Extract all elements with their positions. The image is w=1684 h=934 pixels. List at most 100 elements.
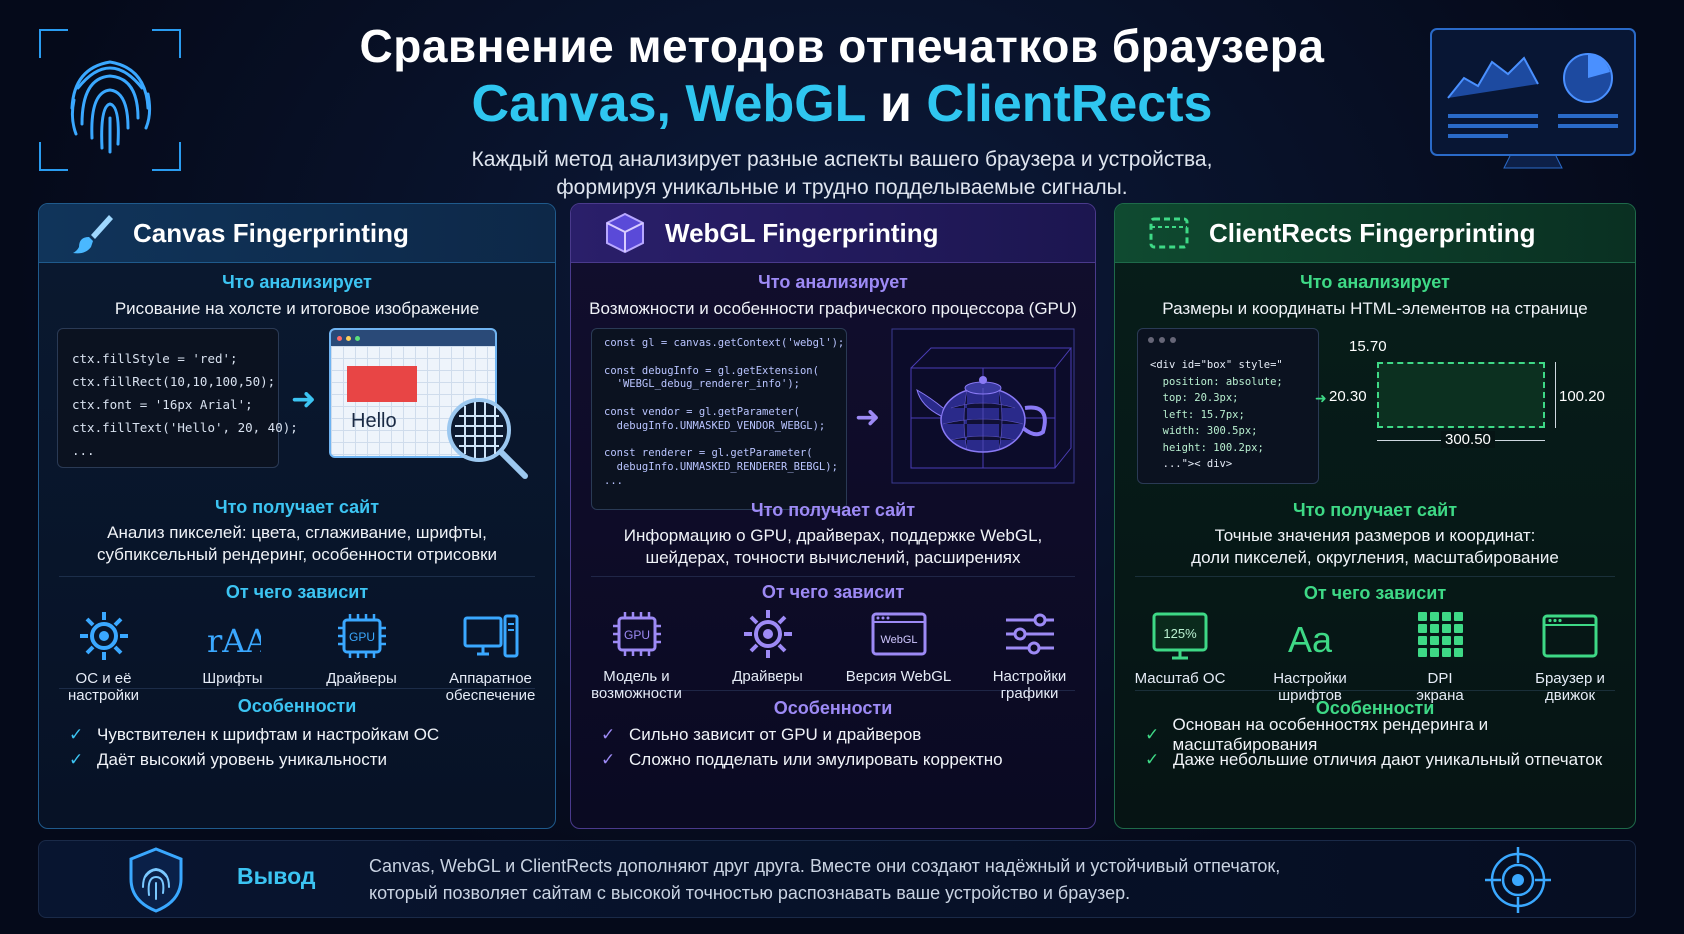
feature-text: Даёт высокий уровень уникальности bbox=[97, 749, 388, 769]
canvas-analyzes-text: Рисование на холсте и итоговое изображен… bbox=[114, 299, 480, 318]
gpu-chip-icon: GPU bbox=[612, 612, 661, 656]
depends-label: ОС и её настройки bbox=[67, 670, 139, 704]
measured-box bbox=[1377, 362, 1545, 428]
webgl-features-list: ✓Сильно зависит от GPU и драйверов ✓Слож… bbox=[601, 722, 1085, 772]
title-and: и bbox=[865, 75, 927, 133]
canvas-card-title: Canvas Fingerprinting bbox=[133, 217, 409, 248]
code-line: left: 15.7px; bbox=[1150, 408, 1245, 421]
depends-item: WebGL Версия WebGL bbox=[839, 606, 959, 702]
monitor-scale-icon: 125% bbox=[1152, 612, 1208, 660]
webgl-badge-text: WebGL bbox=[880, 634, 917, 646]
code-line: top: 20.3px; bbox=[1150, 392, 1239, 404]
canvas-depends-title: От чего зависит bbox=[225, 582, 369, 602]
clientrects-features-list: ✓Основан на особенностях рендеринга и ма… bbox=[1145, 715, 1625, 772]
depends-label-line: Аппаратное bbox=[449, 670, 532, 687]
feature-row: ✓Сильно зависит от GPU и драйверов bbox=[601, 722, 1085, 747]
browser-window-icon: WebGL bbox=[871, 612, 926, 656]
clientrects-receives-title: Что получает сайт bbox=[1292, 500, 1458, 520]
check-icon: ✓ bbox=[1145, 724, 1160, 744]
depends-label-line: DPI bbox=[1427, 670, 1453, 687]
dim-height-value: 100.20 bbox=[1559, 388, 1605, 405]
divider bbox=[1135, 576, 1615, 577]
sliders-icon bbox=[1005, 613, 1054, 655]
webgl-receives-line: Информацию о GPU, драйверах, поддержке W… bbox=[623, 526, 1043, 545]
gpu-chip-text: GPU bbox=[348, 630, 374, 644]
page-header: Сравнение методов отпечатков браузера Ca… bbox=[0, 18, 1684, 202]
webgl-features-title: Особенности bbox=[773, 698, 893, 718]
browser-window-icon bbox=[1542, 614, 1598, 658]
divider bbox=[59, 576, 535, 577]
canvas-receives-text: Анализ пикселей: цвета, сглаживание, шри… bbox=[49, 522, 545, 566]
clientrects-receives-line: доли пикселей, округления, масштабирован… bbox=[1191, 548, 1559, 567]
depends-item: Драйверы bbox=[708, 606, 828, 702]
arrow-right-icon: ➜ bbox=[1315, 390, 1327, 406]
dim-left-value: 15.70 bbox=[1349, 338, 1387, 355]
webgl-receives-line: шейдерах, точности вычислений, расширени… bbox=[645, 548, 1021, 567]
check-icon: ✓ bbox=[1145, 749, 1160, 769]
depends-item: GPU Драйверы bbox=[302, 608, 422, 704]
check-icon: ✓ bbox=[69, 749, 84, 769]
page-subtitle: Каждый метод анализирует разные аспекты … bbox=[0, 146, 1684, 202]
clientrects-code-block: <div id="box" style=" position: absolute… bbox=[1137, 328, 1319, 484]
canvas-hello-text: Hello bbox=[351, 410, 397, 432]
font-aa-icon: Aa bbox=[1288, 619, 1333, 660]
height-dimension-line bbox=[1555, 362, 1556, 428]
page-title: Сравнение методов отпечатков браузера bbox=[359, 20, 1325, 72]
code-line: width: 300.5px; bbox=[1150, 425, 1258, 437]
gpu-chip-icon: GPU bbox=[337, 614, 386, 658]
canvas-receives-line: субпиксельный рендеринг, особенности отр… bbox=[96, 545, 498, 564]
clientrects-features-title: Особенности bbox=[1315, 698, 1435, 718]
code-line: debugInfo.UNMASKED_VENDOR_WEBGL); bbox=[604, 419, 826, 432]
title-canvas-webgl: Canvas, WebGL bbox=[471, 75, 866, 133]
depends-label-line: движок bbox=[1544, 687, 1596, 704]
clientrects-card-title: ClientRects Fingerprinting bbox=[1209, 217, 1536, 248]
code-line: ...">< div> bbox=[1150, 458, 1233, 470]
webgl-card: WebGL Fingerprinting Что анализирует Воз… bbox=[570, 203, 1096, 829]
canvas-depends-list: ОС и её настройки rAA Шрифты GPU Драйвер… bbox=[39, 608, 555, 704]
depends-label-line: возможности bbox=[591, 685, 682, 702]
subtitle-line-2: формируя уникальные и трудно подделываем… bbox=[556, 176, 1128, 199]
feature-text: Даже небольшие отличия дают уникальный о… bbox=[1173, 749, 1603, 769]
subtitle-line-1: Каждый метод анализирует разные аспекты … bbox=[471, 148, 1213, 171]
code-line: debugInfo.UNMASKED_RENDERER_BEBGL); bbox=[604, 461, 838, 474]
feature-text: Сильно зависит от GPU и драйверов bbox=[629, 724, 922, 744]
feature-row: ✓Основан на особенностях рендеринга и ма… bbox=[1145, 715, 1625, 754]
code-line: ctx.fillText('Hello', 20, 40); bbox=[72, 420, 298, 435]
depends-label-line: Настройки bbox=[1273, 670, 1347, 687]
magnifier-icon bbox=[447, 398, 528, 479]
code-line: const renderer = gl.getParameter( bbox=[604, 447, 813, 460]
conclusion-line: Canvas, WebGL и ClientRects дополняют др… bbox=[369, 856, 1281, 876]
conclusion-panel: Вывод Canvas, WebGL и ClientRects дополн… bbox=[38, 840, 1636, 918]
code-line: const debugInfo = gl.getExtension( bbox=[604, 364, 819, 377]
depends-label-line: графики bbox=[1000, 685, 1059, 702]
fingerprint-icon bbox=[39, 29, 181, 171]
code-line: 'WEBGL_debug_renderer_info'); bbox=[604, 378, 800, 391]
red-rectangle bbox=[347, 366, 417, 402]
feature-row: ✓ Даёт высокий уровень уникальности bbox=[69, 747, 545, 772]
code-line: ctx.fillRect(10,10,100,50); bbox=[72, 374, 276, 389]
dpi-grid-icon bbox=[1418, 612, 1463, 657]
canvas-analyzes-title: Что анализирует bbox=[222, 272, 372, 292]
conclusion-text: Canvas, WebGL и ClientRects дополняют др… bbox=[369, 853, 1280, 907]
code-line: <div id="box" style=" bbox=[1150, 359, 1283, 371]
canvas-features-title: Особенности bbox=[237, 696, 357, 716]
dashed-rect-icon bbox=[1149, 217, 1189, 249]
feature-text: Чувствителен к шрифтам и настройкам ОС bbox=[97, 724, 440, 744]
depends-item: rAA Шрифты bbox=[173, 608, 293, 704]
clientrects-depends-title: От чего зависит bbox=[1303, 583, 1447, 603]
depends-label-line: Модель и bbox=[603, 668, 670, 685]
depends-label-line: Настройки bbox=[992, 668, 1067, 685]
clientrects-card-header: ClientRects Fingerprinting bbox=[1115, 204, 1635, 263]
code-line: ctx.font = '16px Arial'; bbox=[72, 397, 253, 412]
clientrects-analyzes-title: Что анализирует bbox=[1300, 272, 1450, 292]
conclusion-line: который позволяет сайтам с высокой точно… bbox=[369, 883, 1131, 903]
